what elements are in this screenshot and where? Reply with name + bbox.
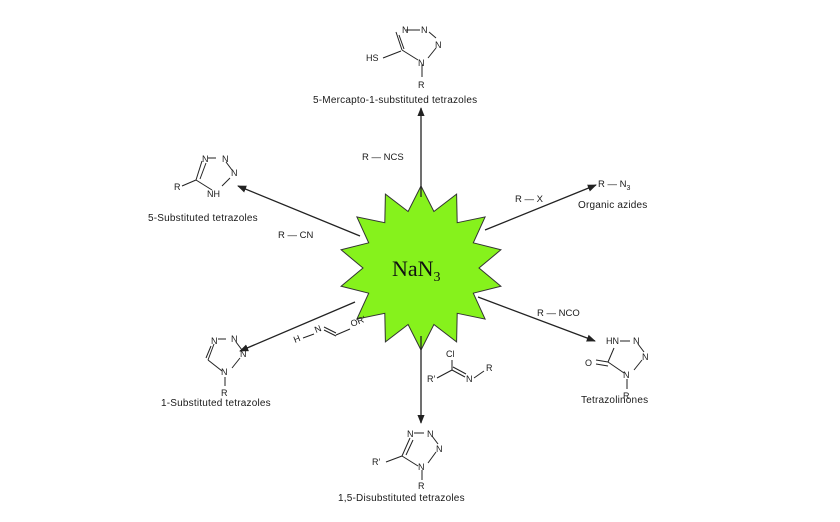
svg-text:N: N bbox=[211, 336, 218, 346]
svg-text:N: N bbox=[240, 349, 247, 359]
svg-text:N: N bbox=[202, 154, 209, 164]
svg-text:HS: HS bbox=[366, 53, 379, 63]
caption-lower-left: 1-Substituted tetrazoles bbox=[161, 398, 271, 409]
structure-1-substituted-tetrazole: N N N N R bbox=[205, 334, 247, 398]
svg-text:N: N bbox=[222, 154, 229, 164]
svg-text:N: N bbox=[633, 336, 640, 346]
svg-text:R: R bbox=[418, 481, 425, 491]
imidate-reagent: H N OR′ bbox=[292, 314, 367, 345]
svg-text:N: N bbox=[466, 374, 473, 384]
svg-text:R: R bbox=[221, 388, 228, 398]
caption-lower-right: Tetrazolinones bbox=[581, 395, 648, 406]
svg-text:N: N bbox=[427, 429, 434, 439]
arrow-lower-right bbox=[477, 296, 596, 342]
reagent-lower-right: R — NCO bbox=[537, 308, 580, 319]
arrow-lower-left bbox=[239, 301, 356, 352]
svg-text:R′: R′ bbox=[372, 457, 380, 467]
svg-text:N: N bbox=[402, 25, 409, 35]
svg-text:N: N bbox=[407, 429, 414, 439]
structure-tetrazolinone: HN N N N O R bbox=[585, 336, 649, 401]
caption-top: 5-Mercapto-1-substituted tetrazoles bbox=[313, 95, 477, 106]
svg-text:N: N bbox=[231, 168, 238, 178]
structure-mercapto-tetrazole: N N N N HS R bbox=[366, 25, 442, 90]
arrow-upper-left bbox=[237, 185, 361, 237]
svg-text:N: N bbox=[642, 352, 649, 362]
structure-5-substituted-tetrazole: N N N NH R bbox=[174, 154, 238, 199]
center-label: NaN3 bbox=[392, 256, 441, 285]
svg-text:N: N bbox=[421, 25, 428, 35]
reagent-top: R — NCS bbox=[362, 152, 404, 163]
svg-text:N: N bbox=[221, 367, 228, 377]
caption-bottom: 1,5-Disubstituted tetrazoles bbox=[338, 493, 465, 504]
reagent-upper-left: R — CN bbox=[278, 230, 314, 241]
svg-text:N: N bbox=[418, 58, 425, 68]
center-subscript: 3 bbox=[434, 270, 441, 285]
svg-text:R′: R′ bbox=[427, 374, 435, 384]
svg-text:R: R bbox=[418, 80, 425, 90]
svg-text:R: R bbox=[486, 363, 493, 373]
svg-text:N: N bbox=[436, 444, 443, 454]
svg-text:N: N bbox=[435, 40, 442, 50]
svg-text:H: H bbox=[292, 333, 302, 345]
svg-text:NH: NH bbox=[207, 189, 220, 199]
svg-text:N: N bbox=[313, 323, 323, 335]
caption-upper-right: Organic azides bbox=[578, 200, 648, 211]
svg-text:O: O bbox=[585, 358, 592, 368]
svg-text:N: N bbox=[418, 462, 425, 472]
svg-text:N: N bbox=[623, 370, 630, 380]
svg-text:HN: HN bbox=[606, 336, 619, 346]
reagent-upper-right: R — X bbox=[515, 194, 544, 205]
svg-text:R: R bbox=[623, 391, 630, 401]
caption-upper-left: 5-Substituted tetrazoles bbox=[148, 213, 258, 224]
svg-text:N: N bbox=[231, 334, 238, 344]
arrow-upper-right bbox=[484, 184, 597, 231]
svg-text:Cl: Cl bbox=[446, 349, 455, 359]
formula-organic-azide: R — N3 bbox=[598, 179, 631, 192]
svg-text:R: R bbox=[174, 182, 181, 192]
structure-1-5-disubstituted-tetrazole: N N N N R′ R bbox=[372, 429, 443, 491]
imidoyl-chloride-reagent: Cl R′ N R bbox=[427, 349, 493, 384]
